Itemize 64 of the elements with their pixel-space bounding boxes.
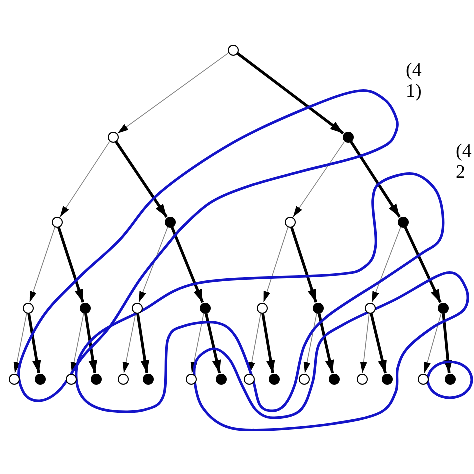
- hollow-circle: [108, 132, 118, 142]
- filled-dot: [328, 374, 340, 384]
- filled-dot: [444, 374, 456, 384]
- filled-dot: [312, 302, 324, 314]
- filled-dot: [80, 302, 90, 314]
- arrow: [28, 313, 42, 374]
- hollow-circle: [356, 374, 368, 384]
- filled-dot: [382, 374, 392, 384]
- hollow-circle: [418, 374, 428, 384]
- grouping-loop: [425, 359, 474, 401]
- arrow: [304, 313, 318, 374]
- filled-dot: [438, 302, 448, 314]
- arrow: [370, 313, 387, 374]
- arrow: [57, 227, 85, 303]
- arrow: [117, 53, 229, 134]
- arrow: [404, 226, 442, 304]
- hollow-circle: [66, 374, 76, 384]
- filled-dot: [90, 374, 102, 384]
- hollow-circle: [8, 374, 20, 384]
- filled-dot: [342, 132, 354, 142]
- arrow: [170, 226, 204, 304]
- hollow-circle: [186, 374, 196, 384]
- hollow-circle: [52, 216, 62, 228]
- arrow: [424, 313, 442, 374]
- filled-dot: [34, 374, 46, 384]
- arrow: [30, 227, 56, 303]
- hollow-circle: [118, 374, 128, 384]
- grouping-loop: [192, 270, 469, 433]
- arrow: [236, 52, 344, 135]
- filled-dot: [200, 302, 210, 314]
- arrow: [350, 141, 401, 218]
- hollow-circle: [22, 302, 34, 314]
- filled-dot: [164, 216, 176, 228]
- arrow: [442, 314, 453, 374]
- arrow: [138, 227, 168, 303]
- filled-dot: [268, 374, 280, 384]
- arrow: [263, 227, 289, 303]
- binomial-coefficient: (4 2: [456, 141, 472, 183]
- arrow: [204, 313, 222, 374]
- arrow: [115, 141, 168, 218]
- arrow: [190, 313, 204, 374]
- filled-dot: [142, 374, 154, 384]
- grouping-loop: [17, 88, 400, 404]
- binomial-coefficient: (4 1): [406, 60, 422, 102]
- arrow: [292, 141, 346, 218]
- hollow-circle: [256, 302, 268, 314]
- filled-dot: [216, 374, 226, 384]
- arrow: [122, 313, 136, 374]
- hollow-circle: [364, 302, 376, 314]
- arrow: [136, 313, 150, 374]
- filled-dot: [398, 216, 408, 228]
- arrow: [262, 313, 276, 374]
- arrow: [360, 313, 370, 374]
- arrow: [14, 313, 28, 374]
- arrow: [372, 227, 402, 303]
- hollow-circle: [298, 374, 310, 384]
- arrow: [290, 227, 318, 303]
- arrow: [60, 141, 110, 218]
- arrow: [84, 313, 98, 374]
- hollow-circle: [284, 216, 296, 228]
- hollow-circle: [132, 302, 142, 314]
- hollow-circle: [228, 44, 238, 56]
- hollow-circle: [244, 374, 254, 384]
- arrow: [318, 313, 334, 374]
